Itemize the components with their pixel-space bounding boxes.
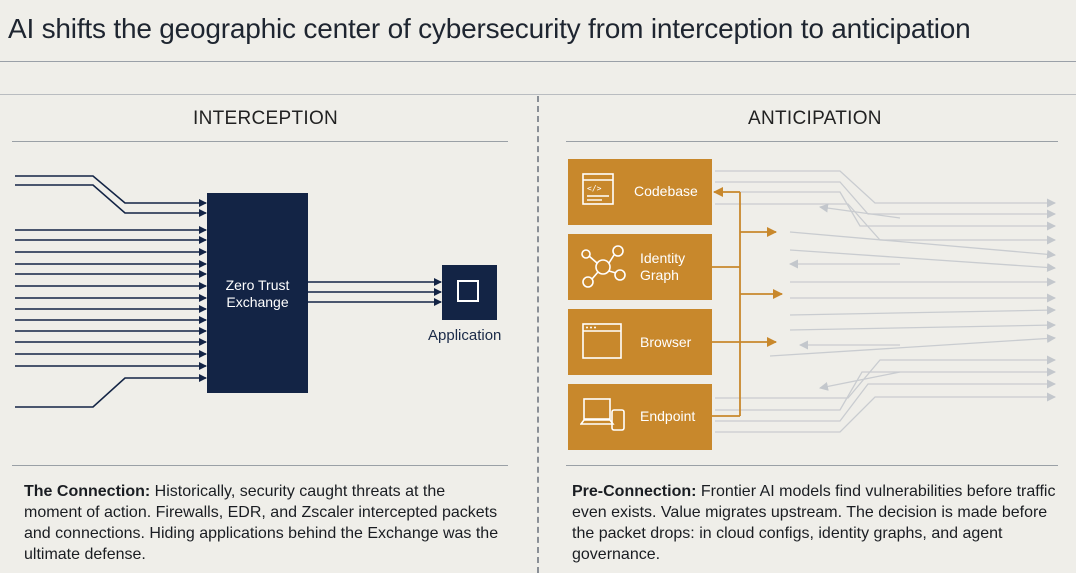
codebase-box: </> Codebase: [568, 159, 712, 225]
interception-caption-text: Historically, security caught threats at…: [24, 483, 499, 563]
endpoint-label: Endpoint: [640, 408, 696, 424]
svg-text:</>: </>: [587, 184, 602, 193]
panel-divider: [537, 96, 539, 573]
interception-heading: INTERCEPTION: [193, 108, 339, 129]
zero-trust-exchange-label: Zero Trust Exchange: [207, 277, 308, 311]
anticipation-heading: ANTICIPATION: [748, 108, 882, 129]
anticipation-caption-text: Frontier AI models find vulnerabilities …: [572, 483, 1056, 563]
code-window-icon: </>: [582, 173, 614, 205]
browser-label: Browser: [640, 334, 692, 350]
zero-trust-exchange-box: [207, 193, 308, 393]
codebase-label: Codebase: [634, 183, 698, 199]
interception-heading-rule: [12, 141, 508, 142]
page-title: AI shifts the geographic center of cyber…: [8, 13, 971, 44]
anticipation-caption: Pre-Connection: Frontier AI models find …: [572, 481, 1062, 565]
application-box: [442, 265, 497, 320]
zero-trust-exchange-label-line2: Exchange: [226, 294, 289, 310]
zero-trust-exchange-label-line1: Zero Trust: [225, 277, 290, 293]
browser-window-icon: [582, 323, 622, 359]
endpoint-box: Endpoint: [568, 384, 712, 450]
title-bar: AI shifts the geographic center of cyber…: [0, 0, 1076, 62]
interception-caption-rule: [12, 465, 508, 466]
interception-caption-bold: The Connection:: [24, 483, 151, 500]
application-label: Application: [428, 327, 502, 344]
header-rule: [0, 94, 1076, 95]
anticipation-caption-rule: [566, 465, 1058, 466]
anticipation-caption-bold: Pre-Connection:: [572, 483, 697, 500]
browser-box: Browser: [568, 309, 712, 375]
application-square-icon: [457, 280, 479, 302]
anticipation-heading-rule: [566, 141, 1058, 142]
interception-caption: The Connection: Historically, security c…: [24, 481, 504, 565]
identity-graph-label: Identity Graph: [640, 250, 700, 284]
identity-graph-box: Identity Graph: [568, 234, 712, 300]
identity-graph-label-text: Identity Graph: [640, 250, 686, 283]
laptop-phone-icon: [580, 398, 625, 431]
identity-graph-icon: [581, 245, 626, 288]
